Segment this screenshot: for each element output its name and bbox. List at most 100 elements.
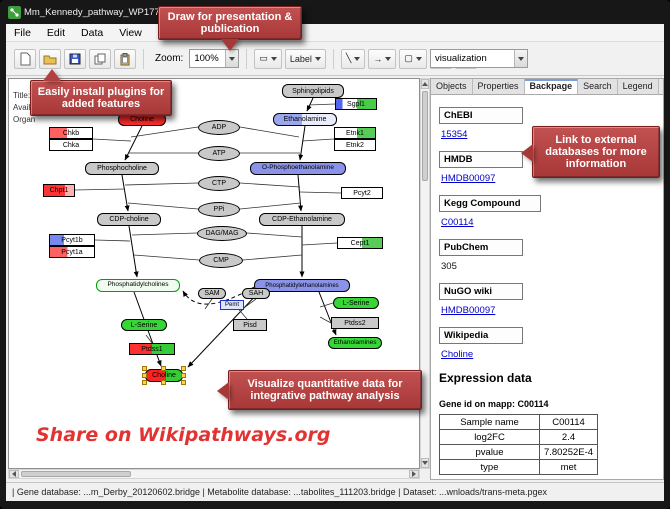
pathway-node-etnk2[interactable]: Etnk2 — [334, 139, 376, 151]
pathway-node-ctp[interactable]: CTP — [198, 176, 240, 191]
selection-handle[interactable] — [181, 366, 186, 371]
tab-legend[interactable]: Legend — [617, 79, 659, 94]
pathway-node-dag-mag[interactable]: DAG/MAG — [197, 226, 247, 241]
pathway-node-ptdss1[interactable]: Ptdss1 — [129, 343, 175, 355]
pathway-node-ethanolamine[interactable]: Ethanolamine — [273, 113, 337, 126]
pathway-canvas[interactable]: Title: Avail Organ Sphingolipids Sgpl1 E… — [8, 78, 420, 469]
pathway-node-pemt[interactable]: Pemt — [220, 300, 244, 310]
save-button[interactable] — [64, 48, 86, 69]
section-header-pubchem: PubChem — [439, 239, 523, 256]
copy-button[interactable] — [89, 48, 111, 69]
datanode-tool-button[interactable]: ▭ — [254, 48, 282, 69]
pathway-node-cdp-ethanolamine[interactable]: CDP-Ethanolamine — [259, 213, 345, 226]
selection-handle[interactable] — [142, 366, 147, 371]
title-bar[interactable]: Mm_Kennedy_pathway_WP1771_45176.gpml — [0, 0, 670, 24]
tab-backpage[interactable]: Backpage — [524, 79, 579, 94]
paste-button[interactable] — [114, 48, 136, 69]
menu-file[interactable]: File — [14, 26, 31, 39]
expression-data-title: Expression data — [439, 371, 532, 385]
chevron-down-icon — [229, 56, 236, 61]
menu-data[interactable]: Data — [81, 26, 104, 39]
table-cell: pvalue — [439, 444, 540, 460]
menu-edit[interactable]: Edit — [46, 26, 66, 39]
pathway-node-cdp-choline[interactable]: CDP-choline — [97, 213, 161, 226]
pathway-node-etnk1[interactable]: Etnk1 — [334, 127, 376, 139]
pathway-node-atp[interactable]: ATP — [198, 146, 240, 161]
selection-handle[interactable] — [161, 380, 166, 385]
pathway-node-sah[interactable]: SAH — [242, 288, 270, 299]
scroll-up-button[interactable] — [421, 79, 429, 89]
new-file-icon — [20, 52, 31, 65]
toolbar-separator — [246, 48, 248, 69]
pathway-node-pcyt2[interactable]: Pcyt2 — [341, 187, 383, 199]
line-tool-button[interactable]: ╲ — [340, 48, 366, 69]
zoom-dropdown-button[interactable] — [225, 50, 239, 67]
pathway-node-chka[interactable]: Chka — [49, 139, 93, 151]
callout-install-plugins: Easily install plugins for added feature… — [30, 69, 172, 116]
canvas-vertical-scrollbar[interactable] — [420, 78, 430, 469]
pathway-node-choline-selected[interactable]: Choline — [142, 366, 186, 385]
pathway-node-ptdss2[interactable]: Ptdss2 — [331, 317, 379, 329]
pathway-node-chpt1[interactable]: Chpt1 — [43, 184, 75, 197]
pathway-node-cept1[interactable]: Cept1 — [337, 237, 383, 249]
open-file-button[interactable] — [39, 48, 61, 69]
pathway-node-pisd[interactable]: Pisd — [233, 319, 267, 331]
arrow-right-icon — [412, 471, 416, 477]
selection-handle[interactable] — [161, 366, 166, 371]
callout-arrow-left-icon — [217, 382, 229, 400]
pathway-node-o-phosphoethanolamine[interactable]: O-Phosphoethanolamine — [250, 162, 346, 175]
pathway-node-phosphatidylethanolamines[interactable]: Phosphatidylethanolamines — [254, 279, 350, 292]
pathway-node-chkb[interactable]: Chkb — [49, 127, 93, 139]
selection-handle[interactable] — [181, 372, 186, 378]
chebi-link[interactable]: 15354 — [441, 129, 468, 140]
hmdb-link[interactable]: HMDB00097 — [441, 173, 496, 184]
pathway-node-l-serine-left[interactable]: L-Serine — [121, 319, 167, 331]
pathway-node-ppi[interactable]: PPi — [198, 202, 240, 217]
horizontal-scroll-thumb[interactable] — [21, 471, 131, 477]
shape-tool-button[interactable]: ▢ — [399, 48, 427, 69]
arrow-tool-button[interactable]: → — [368, 48, 397, 69]
pathway-node-adp[interactable]: ADP — [198, 120, 240, 135]
pathway-node-sgpl1[interactable]: Sgpl1 — [335, 98, 377, 110]
tab-properties[interactable]: Properties — [472, 79, 525, 94]
zoom-combobox[interactable]: 100% — [189, 49, 240, 68]
kegg-link[interactable]: C00114 — [441, 217, 474, 228]
label-tool-button[interactable]: Label — [284, 48, 326, 69]
table-cell: 2.4 — [539, 429, 598, 445]
pathway-node-cmp[interactable]: CMP — [199, 253, 243, 268]
visualization-combobox[interactable]: visualization — [430, 49, 528, 68]
menu-view[interactable]: View — [119, 26, 142, 39]
selection-handle[interactable] — [142, 372, 147, 378]
pathway-node-pcyt1a[interactable]: Pcyt1a — [49, 246, 95, 258]
wikipedia-link[interactable]: Choline — [441, 349, 474, 360]
callout-external-databases: Link to external databases for more info… — [521, 126, 660, 178]
scroll-right-button[interactable] — [409, 470, 419, 478]
copy-icon — [94, 53, 106, 64]
scroll-left-button[interactable] — [9, 470, 19, 478]
pathway-node-l-serine-right[interactable]: L-Serine — [333, 297, 379, 309]
tab-objects[interactable]: Objects — [431, 79, 473, 94]
pathway-node-pcyt1b[interactable]: Pcyt1b — [49, 234, 95, 246]
visualization-dropdown-button[interactable] — [514, 50, 527, 67]
selection-handle[interactable] — [142, 380, 147, 385]
tab-search[interactable]: Search — [578, 79, 618, 94]
paste-clipboard-icon — [120, 52, 130, 65]
toolbar-separator — [332, 48, 334, 69]
new-file-button[interactable] — [14, 48, 36, 69]
backpage-content: ChEBI 15354 HMDB HMDB00097 Kegg Compound… — [431, 95, 663, 479]
pathway-info-organism: Organ — [13, 115, 36, 124]
pathway-node-phosphocholine[interactable]: Phosphocholine — [85, 162, 159, 175]
nugo-link[interactable]: HMDB00097 — [441, 305, 496, 316]
selection-handle[interactable] — [181, 380, 186, 385]
scroll-down-button[interactable] — [421, 458, 429, 468]
pathway-node-sam[interactable]: SAM — [198, 288, 226, 299]
datanode-tool-icon: ▭ — [259, 53, 268, 63]
canvas-horizontal-scrollbar[interactable] — [8, 469, 420, 479]
vertical-scroll-thumb[interactable] — [422, 91, 428, 181]
pathway-node-ethanolamines[interactable]: Ethanolamines — [328, 337, 382, 349]
chevron-down-icon — [314, 56, 321, 61]
pathway-node-phosphatidylcholines[interactable]: Phosphatidylcholines — [96, 279, 180, 292]
pathway-node-sphingolipids[interactable]: Sphingolipids — [282, 84, 344, 98]
table-cell: 7.80252E-4 — [539, 444, 598, 460]
